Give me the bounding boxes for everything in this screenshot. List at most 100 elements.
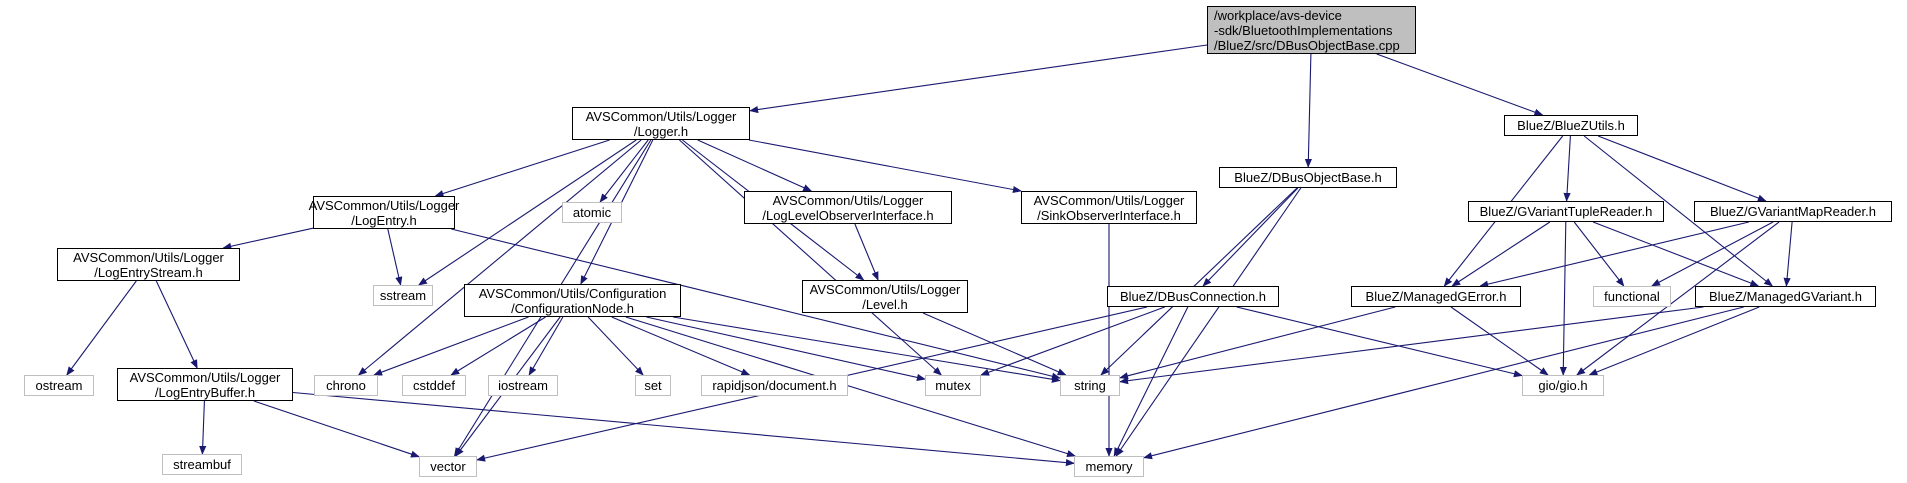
node-logentrystream-h[interactable]: AVSCommon/Utils/Logger /LogEntryStream.h [57,248,240,281]
node-label-line: vector [430,459,466,474]
edge-logentrybuffer-to-streambuf [199,400,207,455]
node-set: set [635,375,671,396]
edge-logger-to-loglevelobs [697,139,813,192]
node-label-line: BlueZ/DBusConnection.h [1120,289,1266,304]
edge-logentrybuffer-to-vector [253,400,420,458]
edge-managedgerror-to-giogio [1450,306,1549,376]
node-label-line: AVSCommon/Utils/Logger [809,281,961,297]
edge-logentry-to-string [451,228,1061,380]
edge-dbusconnection-to-memory [1113,306,1189,457]
edge-logger-to-sstream [418,139,637,286]
node-label-line: /LogLevelObserverInterface.h [762,207,934,223]
edge-dbusconnection-to-giogio [1236,306,1523,378]
node-label-line: /LogEntryStream.h [94,264,203,280]
edge-confignode-to-iostream [528,316,564,376]
node-label-line: memory [1085,459,1133,474]
node-label-line: BlueZ/ManagedGError.h [1365,289,1507,304]
edge-gvmapreader-to-managedgerror [1479,221,1750,288]
node-label-line: string [1074,378,1106,393]
edge-root-to-bluezutils [1376,53,1544,116]
node-label-line: AVSCommon/Utils/Logger [585,108,737,124]
node-managedgvariant-h[interactable]: BlueZ/ManagedGVariant.h [1695,286,1876,307]
edge-logentry-to-logentrystream [222,227,314,250]
node-vector: vector [419,456,477,477]
node-label-line: mutex [935,378,971,393]
edge-logger-to-mutex [679,139,942,376]
node-logentry-h[interactable]: AVSCommon/Utils/Logger /LogEntry.h [309,196,459,229]
edge-managedgvariant-to-memory [1143,306,1744,460]
node-label-line: /LogEntryBuffer.h [154,384,256,400]
edge-confignode-to-rapidjson [611,316,751,376]
edge-logger-to-sinkobs [748,139,1022,194]
node-sinkobserverinterface-h[interactable]: AVSCommon/Utils/Logger /SinkObserverInte… [1021,191,1197,224]
edge-dbusconnection-to-mutex [980,306,1165,376]
edge-logentrystream-to-logentrybuffer [155,280,198,369]
node-logger-h[interactable]: AVSCommon/Utils/Logger /Logger.h [572,107,750,140]
edge-gvtuplereader-to-managedgvariant [1592,221,1760,287]
node-atomic: atomic [562,202,622,223]
node-label-line: /workplace/avs-device [1214,7,1342,23]
node-dbusobjectbase-h[interactable]: BlueZ/DBusObjectBase.h [1219,167,1397,188]
edge-logentrystream-to-ostream [66,280,137,376]
node-label-line: rapidjson/document.h [712,378,837,393]
edge-dbusobjectbase-to-string [1100,187,1298,376]
edge-gvmapreader-to-managedgvariant [1783,221,1793,287]
edge-root-to-logger [749,44,1208,114]
node-label-line: AVSCommon/Utils/Logger [1033,192,1185,208]
node-label-line: functional [1604,289,1660,304]
node-label-line: AVSCommon/Utils/Logger [129,369,281,385]
edge-bluezutils-to-managedgvariant [1583,135,1774,287]
node-label-line: BlueZ/GVariantMapReader.h [1710,204,1876,219]
edge-confignode-to-set [587,316,644,376]
node-gio-gio-h: gio/gio.h [1522,375,1604,396]
edge-logentrybuffer-to-memory [292,391,1075,467]
node-cstddef: cstddef [402,375,466,396]
node-rapidjson-document-h: rapidjson/document.h [701,375,848,396]
node-configurationnode-h[interactable]: AVSCommon/Utils/Configuration /Configura… [464,284,681,317]
node-label-line: -sdk/BluetoothImplementations [1214,22,1393,38]
node-label-line: /Level.h [862,296,908,312]
node-label-line: /BlueZ/src/DBusObjectBase.cpp [1214,37,1400,53]
edge-logentry-to-sstream [387,228,403,286]
node-label-line: /SinkObserverInterface.h [1037,207,1181,223]
edge-managedgerror-to-string [1119,306,1396,380]
node-label-line: atomic [572,205,612,220]
node-sstream: sstream [373,285,433,306]
edge-gvtuplereader-to-managedgerror [1451,221,1551,287]
node-label-line: /LogEntry.h [351,212,417,228]
node-label-line: AVSCommon/Utils/Logger [73,249,224,265]
node-label-line: AVSCommon/Utils/Logger [308,197,460,213]
node-label-line: AVSCommon/Utils/Logger [772,192,924,208]
edge-logger-to-atomic [599,139,649,203]
node-label-line: /ConfigurationNode.h [511,300,634,316]
node-bluezutils-h[interactable]: BlueZ/BlueZUtils.h [1504,115,1638,136]
node-loglevelobserverinterface-h[interactable]: AVSCommon/Utils/Logger /LogLevelObserver… [744,191,952,224]
node-string: string [1060,375,1120,396]
node-level-h[interactable]: AVSCommon/Utils/Logger /Level.h [802,280,968,313]
edge-confignode-to-chrono [373,316,529,376]
node-label-line: set [644,378,662,393]
node-dbusconnection-h[interactable]: BlueZ/DBusConnection.h [1107,286,1279,307]
node-label-line: /Logger.h [633,123,689,139]
edge-gvtuplereader-to-giogio [1559,221,1567,376]
node-label-line: gio/gio.h [1538,378,1588,393]
edge-level-to-string [922,312,1067,376]
node-functional: functional [1593,286,1671,307]
edge-loglevelobs-to-level [854,223,879,281]
edge-gvmapreader-to-giogio [1576,221,1780,376]
edge-logger-to-logentry [434,139,610,197]
edge-gvtuplereader-to-functional [1573,221,1625,287]
edge-root-to-dbusobjectbase [1304,53,1312,168]
node-label-line: AVSCommon/Utils/Configuration [478,285,667,301]
edge-confignode-to-memory [625,316,1076,458]
edge-bluezutils-to-gvtuplereader [1563,135,1571,202]
edge-managedgvariant-to-string [1119,306,1704,385]
edge-confignode-to-cstddef [450,316,546,376]
node-managedgerror-h[interactable]: BlueZ/ManagedGError.h [1351,286,1521,307]
node-label-line: BlueZ/GVariantTupleReader.h [1479,204,1653,219]
node-logentrybuffer-h[interactable]: AVSCommon/Utils/Logger /LogEntryBuffer.h [117,368,293,401]
node-gvarianttuplereader-h[interactable]: BlueZ/GVariantTupleReader.h [1468,201,1664,222]
node-gvariantmapreader-h[interactable]: BlueZ/GVariantMapReader.h [1694,201,1892,222]
